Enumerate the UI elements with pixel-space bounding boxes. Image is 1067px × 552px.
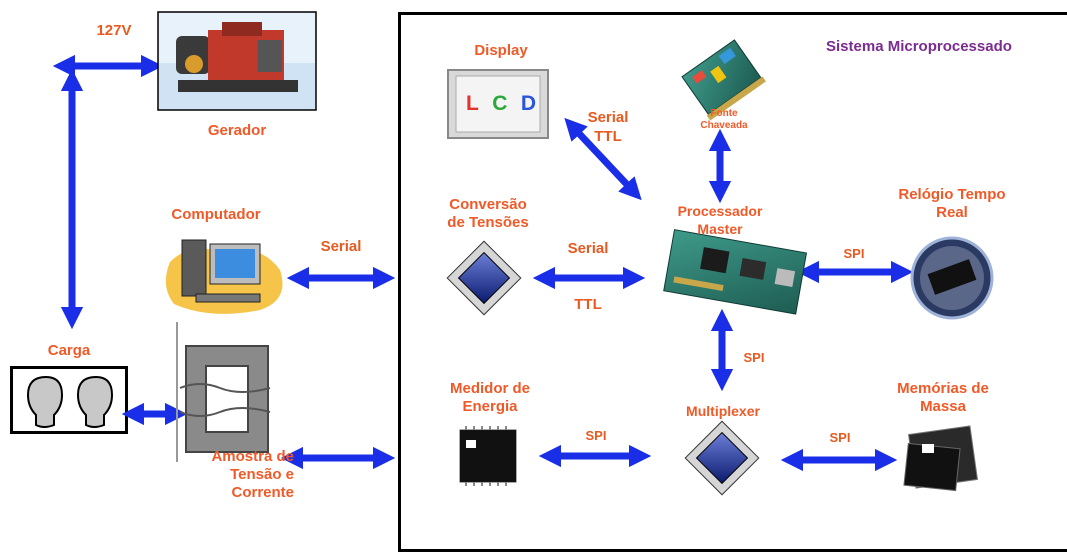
load-label: Carga [47, 342, 91, 359]
computer-label: Computador [171, 206, 261, 223]
system-title: Sistema Microprocessado [826, 38, 1012, 55]
power-supply-image [681, 39, 766, 121]
link-meter-mux-label: SPI [585, 428, 607, 443]
rtc-image [910, 236, 994, 320]
link-converter-proc-top-label: Serial [567, 240, 609, 257]
diagram-graphics [26, 11, 994, 496]
lcd-letter-l: L [466, 92, 479, 115]
meter-label: Medidor de Energia [449, 380, 530, 415]
converter-chip-image [446, 240, 522, 316]
power-supply-label: Fonte Chaveada [700, 108, 748, 131]
link-converter-proc-bottom-label: TTL [574, 296, 602, 313]
lcd-letter-d: D [520, 92, 536, 115]
computer-image [165, 239, 283, 314]
processor-board-image [663, 229, 808, 315]
arrow-display-proc [564, 117, 642, 201]
memory-chips-image [903, 425, 979, 492]
sampler-label: Amostra de Tensão e Corrente [211, 448, 294, 501]
link-proc-mux-label: SPI [743, 350, 765, 365]
converter-label: Conversão de Tensões [447, 196, 529, 231]
lcd-letters: L C D [466, 92, 536, 118]
memory-label: Memórias de Massa [897, 380, 989, 415]
socket-icons [26, 375, 114, 428]
voltage-label: 127V [96, 22, 132, 39]
multiplexer-label: Multiplexer [686, 403, 760, 419]
multiplexer-chip-image [684, 420, 760, 496]
link-mux-memory-label: SPI [829, 430, 851, 445]
generator-label: Gerador [207, 122, 267, 139]
energy-meter-chip-image [459, 426, 517, 486]
link-proc-clock-label: SPI [843, 246, 865, 261]
transformer-image [176, 322, 271, 462]
display-label: Display [474, 42, 528, 59]
link-computer-system-label: Serial [320, 238, 362, 255]
processor-label: Processador Master [677, 203, 763, 237]
link-display-proc-label: Serial TTL [587, 109, 629, 145]
lcd-display-image [447, 69, 549, 139]
load-box [10, 366, 128, 434]
generator-image [157, 11, 317, 111]
clock-label: Relógio Tempo Real [898, 186, 1006, 221]
lcd-letter-c: C [492, 92, 508, 115]
